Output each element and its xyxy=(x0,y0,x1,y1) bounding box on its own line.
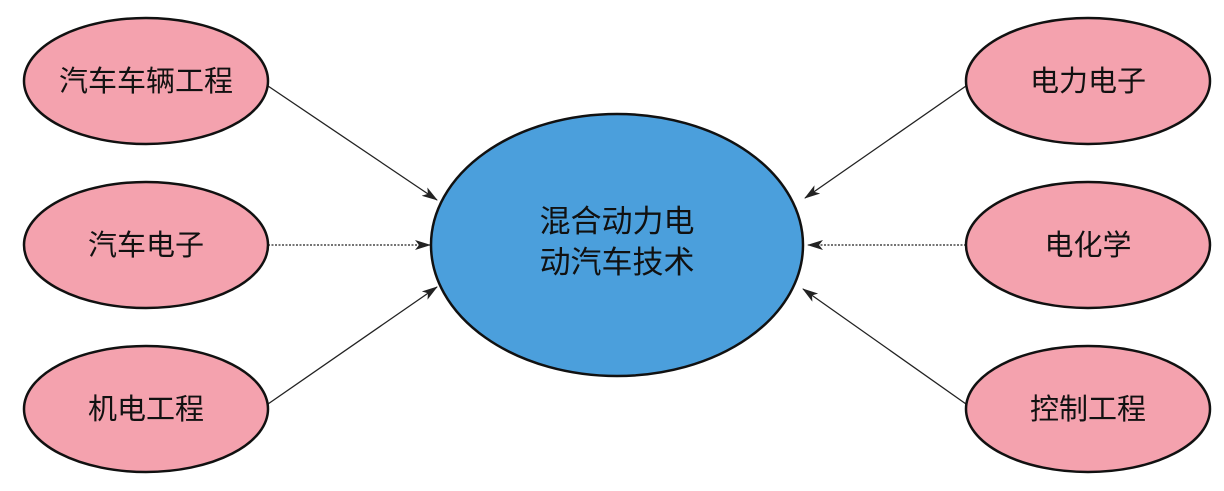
node-auto-electronics-label: 汽车电子 xyxy=(88,228,204,262)
arrow-mechatronics-to-center xyxy=(267,286,438,405)
node-control-engineering: 控制工程 xyxy=(964,344,1212,474)
center-label-line2: 动汽车技术 xyxy=(540,245,695,281)
node-power-electronics-label: 电力电子 xyxy=(1030,64,1146,98)
center-node: 混合动力电 动汽车技术 xyxy=(429,112,805,378)
node-auto-electronics: 汽车电子 xyxy=(22,180,270,310)
node-mechatronics: 机电工程 xyxy=(22,344,270,474)
node-electrochemistry: 电化学 xyxy=(964,180,1212,310)
node-control-engineering-label: 控制工程 xyxy=(1030,392,1146,426)
center-label-line1: 混合动力电 xyxy=(540,204,695,240)
arrow-control-engineering-to-center xyxy=(802,288,967,405)
arrow-vehicle-engineering-to-center xyxy=(267,85,438,201)
arrow-power-electronics-to-center xyxy=(804,85,967,199)
node-mechatronics-label: 机电工程 xyxy=(88,392,204,426)
node-vehicle-engineering-label: 汽车车辆工程 xyxy=(59,64,233,98)
node-electrochemistry-label: 电化学 xyxy=(1044,228,1131,262)
node-vehicle-engineering: 汽车车辆工程 xyxy=(22,16,270,146)
node-power-electronics: 电力电子 xyxy=(964,16,1212,146)
